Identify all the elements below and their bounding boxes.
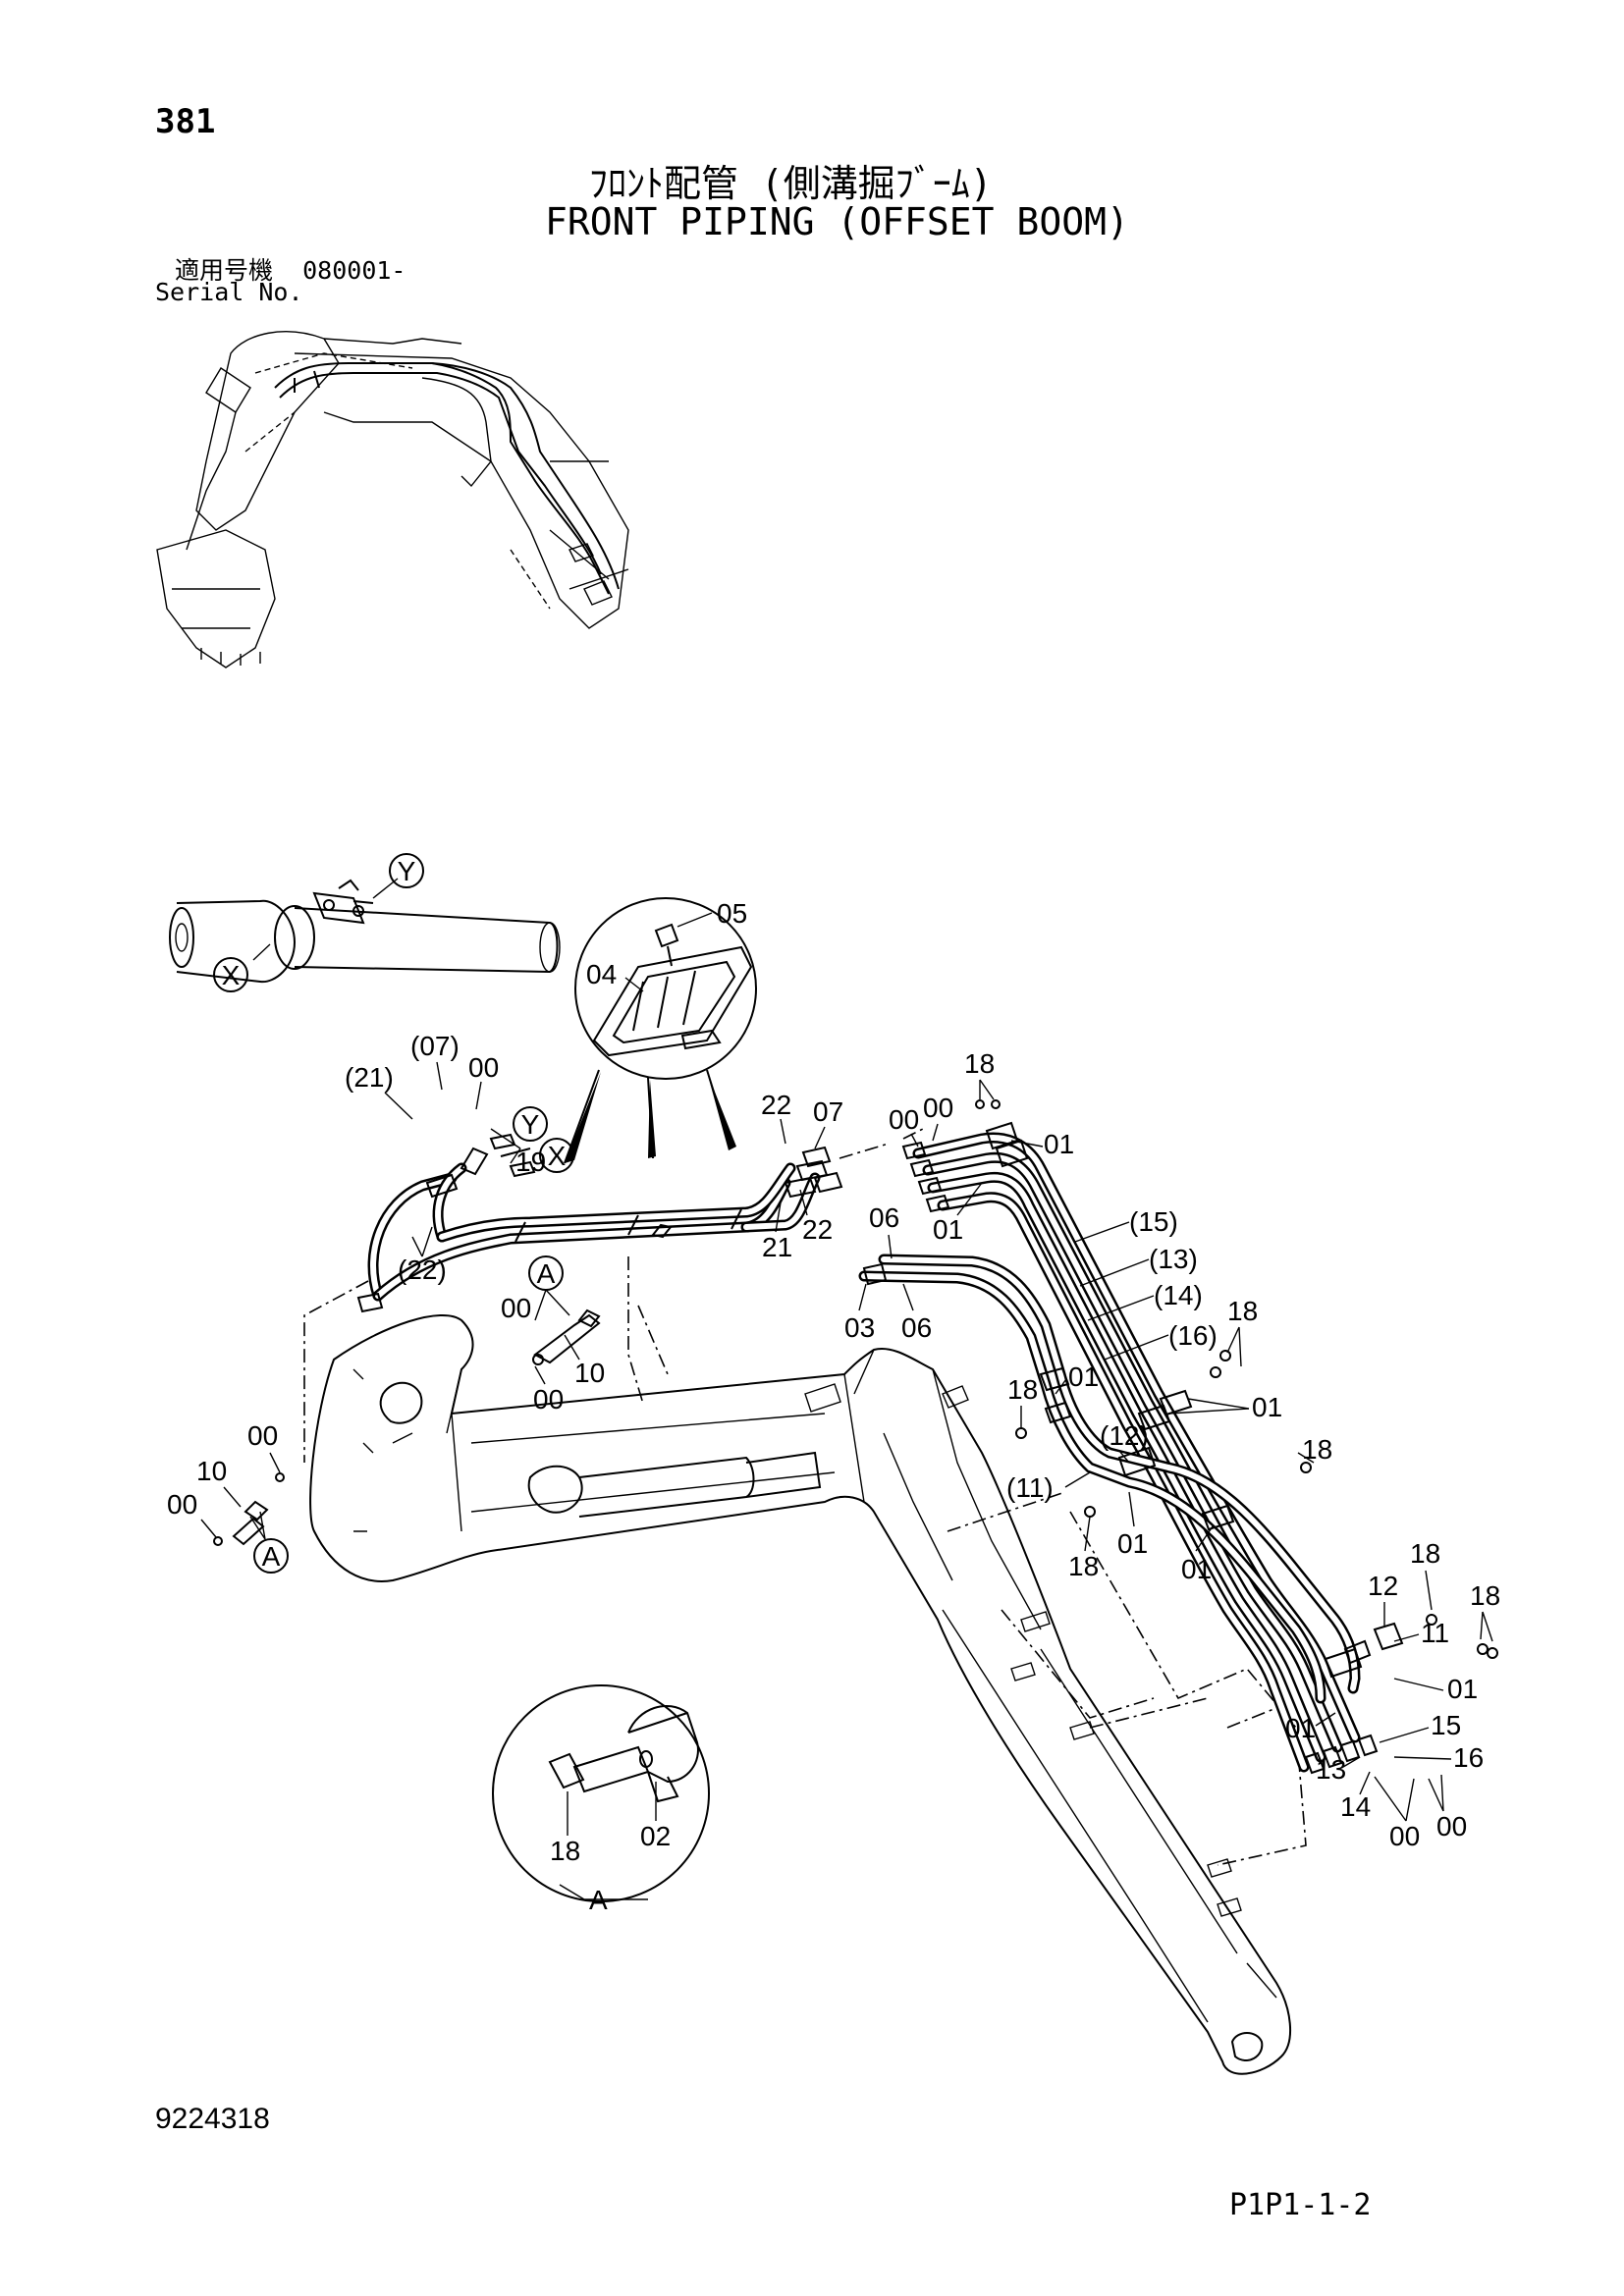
callout-18-low: 18: [1068, 1551, 1099, 1581]
marker-a-middle: A: [528, 1255, 564, 1291]
callout-22-top: 22: [761, 1090, 791, 1120]
callout-01-low2: 01: [1181, 1554, 1212, 1584]
page-title-japanese: ﾌﾛﾝﾄ配管 (側溝掘ﾌﾞｰﾑ): [589, 162, 993, 205]
arm-cylinder-detail: [169, 878, 561, 984]
callout-01-llow: 01: [1285, 1713, 1316, 1743]
callout-21-ref: (21): [345, 1062, 394, 1093]
callout-14-ref: (14): [1154, 1280, 1203, 1310]
svg-text:X: X: [548, 1141, 567, 1171]
callout-01-rlow: 01: [1447, 1674, 1478, 1704]
callout-18-detail: 18: [550, 1836, 580, 1866]
marker-y-top: Y: [389, 853, 424, 888]
page-number: 381: [155, 102, 216, 141]
serial-label: Serial No.: [155, 278, 303, 306]
callout-07: 07: [813, 1096, 843, 1127]
callout-01-top1: 01: [1044, 1129, 1074, 1159]
callout-13: 13: [1316, 1754, 1346, 1785]
callout-22-bottom: 22: [802, 1214, 833, 1245]
callout-00-bottom2: 00: [1436, 1811, 1467, 1842]
callout-01-top2: 01: [933, 1214, 963, 1245]
callout-00-right2: 00: [923, 1093, 953, 1123]
marker-y-hose: Y: [513, 1106, 548, 1142]
callout-03: 03: [844, 1312, 875, 1343]
callout-01-mid: 01: [1068, 1362, 1099, 1392]
callout-11-ref: (11): [1006, 1472, 1054, 1503]
clamp-detail: [564, 897, 757, 1164]
callout-05: 05: [717, 898, 747, 929]
callout-16-ref: (16): [1168, 1320, 1218, 1351]
callout-04: 04: [586, 959, 617, 989]
marker-x-top: X: [213, 957, 248, 992]
callout-18-mid: 18: [1007, 1374, 1038, 1405]
callout-10-left: 10: [196, 1456, 227, 1486]
leader-lines: [303, 1128, 1307, 1866]
callout-01-low1: 01: [1117, 1528, 1148, 1559]
excavator-overview-sketch: [156, 331, 629, 668]
serial-label-japanese: 適用号機: [175, 256, 274, 285]
callout-00-a1: 00: [501, 1293, 531, 1323]
serial-range: 適用号機 080001-: [175, 251, 406, 287]
callout-18-far: 18: [1470, 1580, 1500, 1611]
upper-hose-assembly: [356, 1133, 843, 1313]
callout-19: 19: [515, 1147, 546, 1177]
callout-00-left2: 00: [167, 1489, 197, 1520]
callout-14: 14: [1340, 1791, 1371, 1822]
svg-text:A: A: [262, 1541, 281, 1572]
callout-12: 12: [1368, 1571, 1398, 1601]
callout-15: 15: [1431, 1710, 1461, 1740]
svg-text:Y: Y: [398, 856, 416, 886]
svg-text:A: A: [537, 1258, 556, 1289]
callout-07-ref: (07): [410, 1031, 460, 1061]
page-reference: P1P1-1-2: [1229, 2188, 1372, 2222]
callout-00-bottom1: 00: [1389, 1821, 1420, 1851]
callout-18-rt: 18: [1410, 1538, 1440, 1569]
callout-00-left1: 00: [247, 1420, 278, 1451]
callout-11: 11: [1421, 1618, 1449, 1648]
serial-number-range: 080001-: [302, 256, 406, 285]
clamp-group-a: [532, 1308, 601, 1365]
page-title: FRONT PIPING (OFFSET BOOM): [545, 200, 1129, 243]
callout-00-right1: 00: [889, 1104, 919, 1135]
right-hose-bundle: [858, 1121, 1404, 1775]
detail-a-clamp: [492, 1684, 710, 1902]
callout-21: 21: [762, 1232, 792, 1262]
callout-13-ref: (13): [1149, 1244, 1198, 1274]
callout-06-top: 06: [869, 1202, 899, 1233]
callout-18-right1: 18: [1227, 1296, 1258, 1326]
boom-structure: [309, 1313, 1292, 2075]
callout-00-a2: 00: [533, 1384, 564, 1415]
callout-06-bottom: 06: [901, 1312, 932, 1343]
callout-00-upper: 00: [468, 1052, 499, 1083]
callout-15-ref: (15): [1129, 1206, 1178, 1237]
callout-16: 16: [1453, 1742, 1484, 1773]
callout-01-right1: 01: [1252, 1392, 1282, 1422]
svg-text:Y: Y: [521, 1109, 540, 1140]
callout-02: 02: [640, 1821, 671, 1851]
callout-18-top: 18: [964, 1048, 995, 1079]
callout-18-right2: 18: [1302, 1434, 1332, 1465]
drawing-number: 9224318: [155, 2103, 270, 2135]
detail-a-label: A: [589, 1885, 608, 1915]
callout-10-middle: 10: [574, 1358, 605, 1388]
svg-text:X: X: [222, 960, 241, 990]
callout-12-ref: (12): [1100, 1420, 1149, 1451]
marker-a-lower: A: [253, 1538, 289, 1574]
marker-x-hose: X: [539, 1138, 574, 1173]
callout-22-ref: (22): [398, 1255, 447, 1285]
